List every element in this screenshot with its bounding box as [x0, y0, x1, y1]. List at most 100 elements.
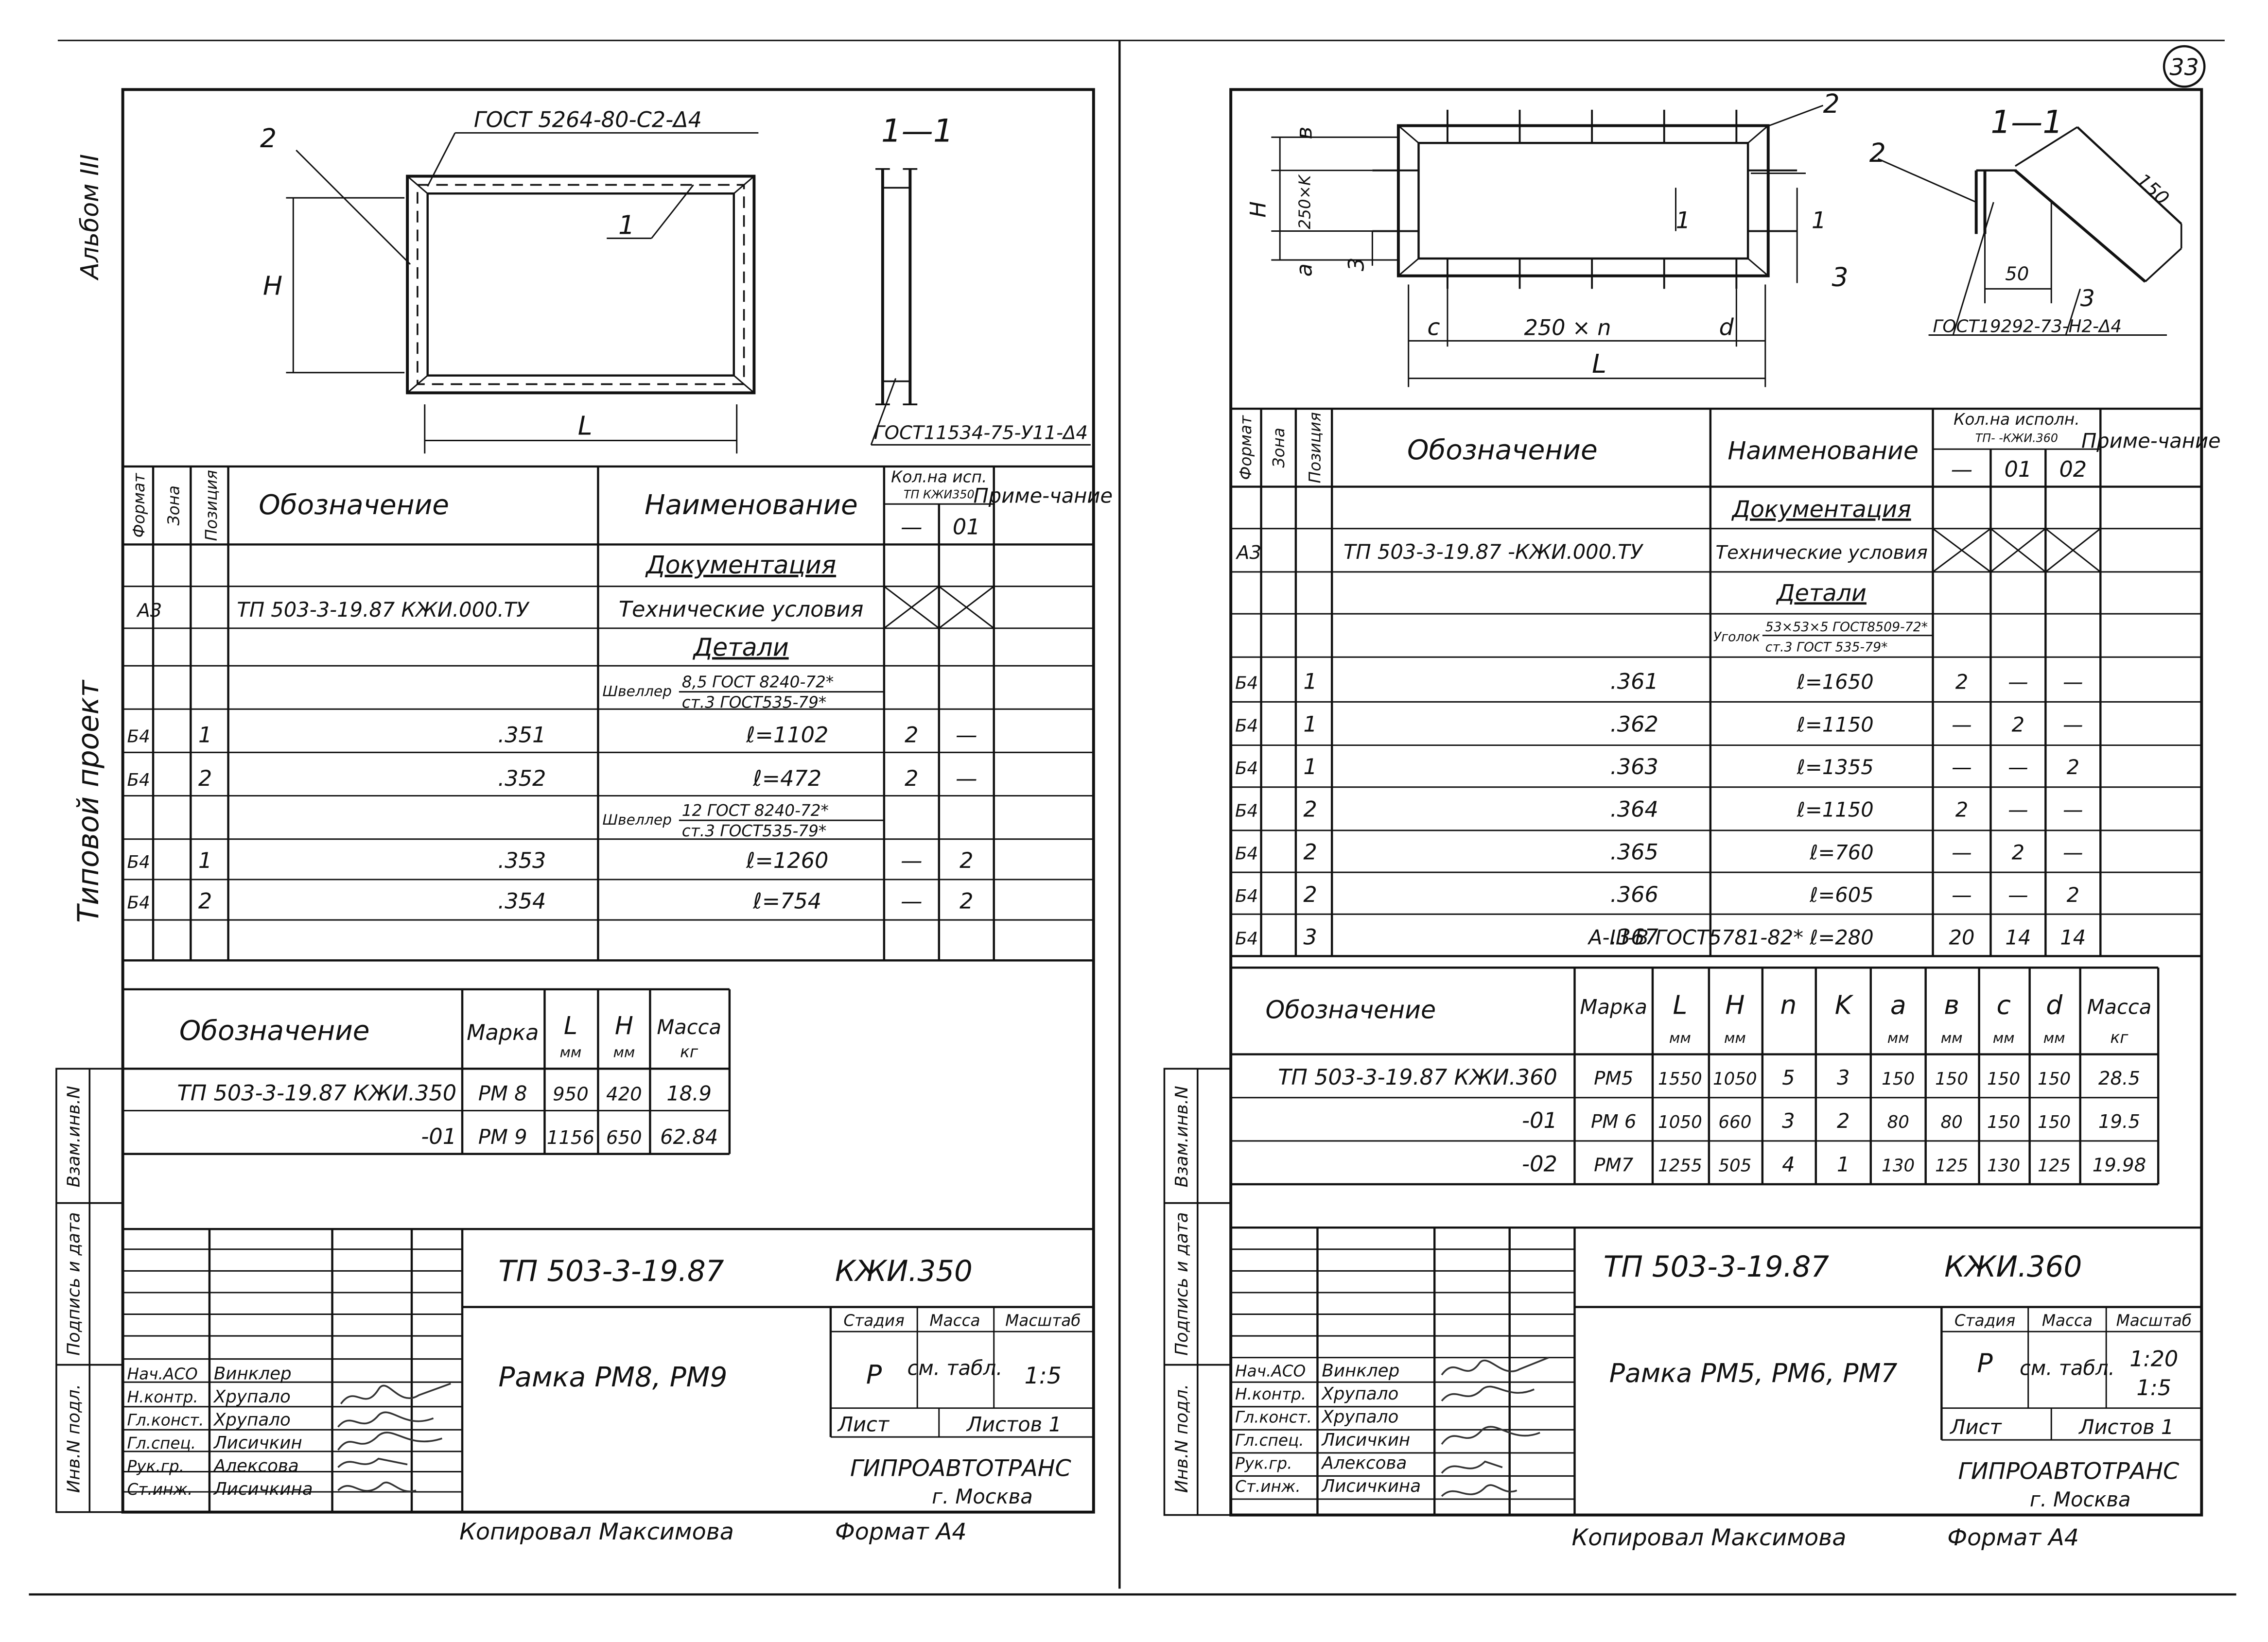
r-row-qty-3: — — [2063, 798, 2083, 822]
col-format-header: Формат — [130, 473, 148, 538]
r-marks-c-unit: мм — [1993, 1030, 2015, 1047]
r-marks-row-a: 130 — [1882, 1156, 1915, 1175]
r-col-qty-sub: ТП- -КЖИ.360 — [1975, 431, 2058, 445]
row-name: ℓ=1260 — [746, 848, 828, 873]
r-marks-row-designation: -01 — [1522, 1108, 1557, 1133]
profile2-bottom: ст.3 ГОСТ535-79* — [682, 822, 826, 840]
position-2-label: 2 — [260, 123, 277, 154]
marks-row-l: 950 — [553, 1084, 589, 1106]
r-tb-role: Гл.конст. — [1235, 1408, 1312, 1426]
left-sheet-frame — [121, 88, 1095, 1514]
right-sheet-frame — [1229, 88, 2203, 1517]
r-tb-sheet-label: Лист — [1949, 1415, 2002, 1439]
r-col-note-header: Приме-чание — [2081, 429, 2221, 452]
r-marks-n-header: n — [1780, 989, 1797, 1020]
r-tb-mass-label: Масса — [2042, 1311, 2093, 1330]
gost-weld-side: ГОСТ11534-75-У11-Δ4 — [874, 422, 1088, 444]
tb-person: Алексова — [213, 1456, 299, 1476]
tb-project-code: ТП 503-3-19.87 — [498, 1255, 724, 1288]
col-note-header: Приме-чание — [973, 484, 1113, 507]
marks-mark-header: Марка — [467, 1020, 539, 1045]
r-marks-row-mark: РМ 6 — [1591, 1111, 1636, 1133]
r-row-format: Б4 — [1235, 674, 1258, 693]
r-section-150: 150 — [2132, 169, 2173, 209]
row-designation: .354 — [498, 888, 546, 914]
r-marks-row-b: 125 — [1935, 1156, 1968, 1175]
marks-row-l: 1156 — [547, 1127, 594, 1149]
page-number: 33 — [2169, 54, 2199, 81]
vzam-label-right: Взам.инв.N — [1172, 1086, 1192, 1187]
r-row-qty-2: — — [2008, 755, 2028, 779]
r-row-name: ℓ=1150 — [1797, 798, 1874, 822]
r-row-qty-3: 2 — [2067, 883, 2079, 907]
r-row-format: Б4 — [1235, 801, 1258, 821]
right-sheet: Взам.инв.N Подпись и дата Инв.N подл. — [1163, 88, 2221, 1551]
r-tb-person: Лисичкина — [1321, 1476, 1421, 1496]
r-row-qty-2: — — [2008, 670, 2028, 694]
r-marks-row-l: 1050 — [1658, 1112, 1702, 1132]
profile1-bottom: ст.3 ГОСТ535-79* — [682, 693, 826, 711]
section-documentation: Документация — [645, 551, 836, 579]
r-row-qty-1: 2 — [1955, 798, 1968, 822]
r-row-format: Б4 — [1235, 886, 1258, 906]
r-position-3-label: 3 — [1832, 261, 1848, 292]
marks-l-unit: мм — [560, 1044, 582, 1061]
r-tu-designation: ТП 503-3-19.87 -КЖИ.000.ТУ — [1343, 540, 1644, 564]
tb-role: Рук.гр. — [127, 1457, 185, 1475]
signatures-left — [337, 1383, 451, 1492]
row-position: 1 — [198, 848, 212, 873]
marks-row-mass: 62.84 — [660, 1125, 718, 1149]
r-row-name: ℓ=760 — [1809, 840, 1873, 864]
r-profile-prefix: Уголок — [1713, 630, 1760, 645]
signature-date-label: Подпись и дата — [64, 1212, 84, 1355]
row-position: 2 — [198, 888, 212, 914]
tb-scale: 1:5 — [1025, 1363, 1062, 1389]
r-marks-mark-header: Марка — [1580, 995, 1647, 1019]
tu-name: Технические условия — [619, 597, 864, 622]
row-name: ℓ=1102 — [746, 723, 828, 748]
dim-h-label: H — [263, 270, 282, 301]
row-name: ℓ=754 — [752, 888, 821, 914]
r-marks-row-mass: 19.5 — [2098, 1111, 2140, 1133]
r-tb-role: Гл.спец. — [1235, 1431, 1304, 1450]
title-block-right — [1231, 1226, 2202, 1515]
r-tb-role: Рук.гр. — [1235, 1454, 1292, 1473]
r-tu-name: Технические условия — [1715, 542, 1927, 564]
r-row-qty-1: — — [1952, 712, 1972, 736]
r-row-name: ℓ=1650 — [1797, 670, 1874, 694]
r-row-designation: .361 — [1610, 669, 1658, 694]
r-marks-mass-unit: кг — [2110, 1028, 2128, 1047]
footer-format: Формат А4 — [835, 1519, 967, 1545]
profile2-prefix: Швеллер — [602, 812, 672, 829]
r-row-format: Б4 — [1235, 716, 1258, 736]
r-col-format-header: Формат — [1237, 415, 1255, 480]
page-frame — [29, 39, 2236, 1596]
col-q2-header: 01 — [953, 515, 980, 540]
tb-stage: Р — [866, 1359, 882, 1390]
tb-sheet-label: Лист — [837, 1412, 890, 1436]
row-position: 2 — [198, 766, 212, 791]
r-row-position: 2 — [1303, 882, 1317, 907]
row-qty-1: — — [901, 848, 923, 873]
r-section-pos2: 2 — [1869, 138, 1886, 168]
row-format: Б4 — [127, 893, 150, 913]
r-row-position: 1 — [1303, 711, 1317, 737]
r-dim-d: d — [1719, 314, 1734, 341]
marks-row-designation: ТП 503-3-19.87 КЖИ.350 — [177, 1081, 457, 1106]
r-row-qty-1: — — [1952, 755, 1972, 779]
r-tb-person: Винклер — [1322, 1361, 1399, 1381]
r-marks-row-n: 5 — [1782, 1066, 1795, 1089]
tb-person: Хрупало — [213, 1387, 291, 1407]
r-marks-row-h: 505 — [1718, 1156, 1751, 1175]
tb-person: Хрупало — [213, 1410, 291, 1430]
row-format: Б4 — [127, 852, 150, 872]
r-marks-c-header: c — [1996, 989, 2010, 1020]
tb-mass: см. табл. — [907, 1356, 1003, 1380]
r-marks-row-l: 1255 — [1658, 1156, 1702, 1175]
r-section-label: 1—1 — [1990, 104, 2063, 140]
r-row-qty-1: — — [1952, 840, 1972, 864]
r-marks-row-b: 80 — [1940, 1112, 1962, 1132]
r-marks-h-header: H — [1725, 989, 1745, 1020]
r-col-q1-header: — — [1951, 457, 1973, 482]
